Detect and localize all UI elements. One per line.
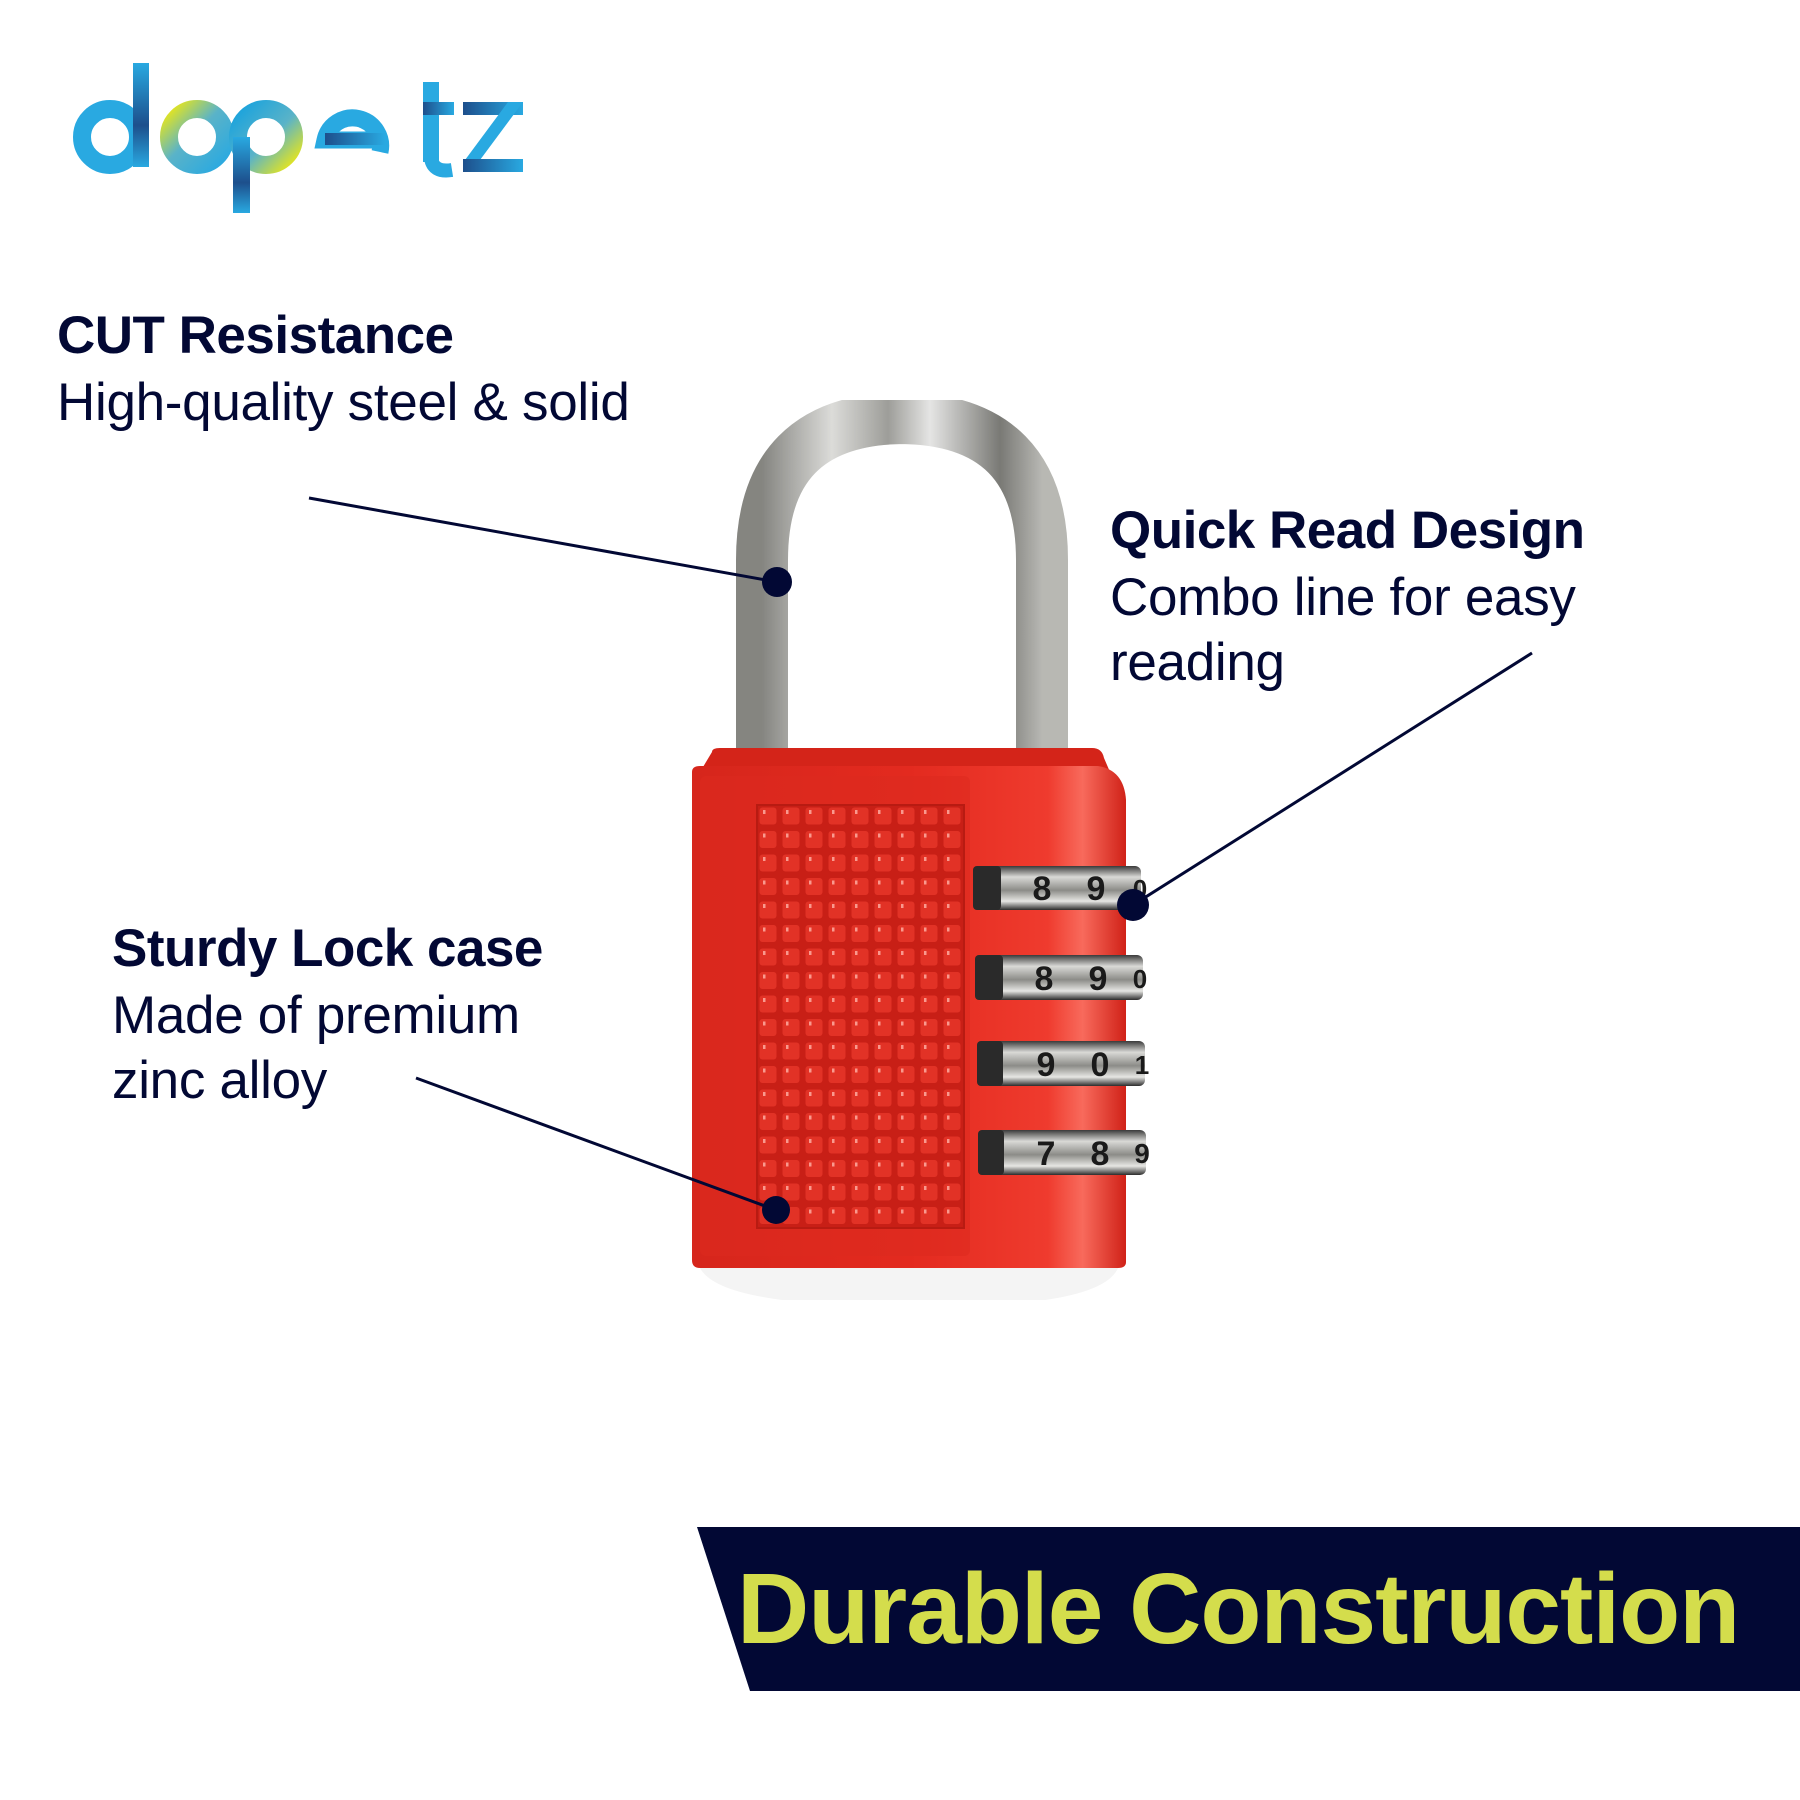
svg-text:8: 8 — [1091, 1135, 1110, 1173]
feature-description: Combo line for easy — [1110, 568, 1576, 627]
svg-text:8: 8 — [1033, 870, 1052, 908]
callout-line-shackle — [308, 496, 792, 597]
shackle — [736, 391, 1068, 760]
feature-description: zinc alloy — [112, 1051, 327, 1110]
combination-dials: 8 9 0 8 9 0 9 0 1 7 8 — [973, 866, 1150, 1175]
feature-sturdy-case: Sturdy Lock case Made of premium zinc al… — [112, 915, 543, 1113]
svg-text:1: 1 — [1135, 1050, 1149, 1080]
dial-1: 8 9 0 — [973, 866, 1147, 910]
svg-text:9: 9 — [1037, 1046, 1056, 1084]
feature-quick-read: Quick Read Design Combo line for easy re… — [1110, 497, 1585, 695]
svg-text:9: 9 — [1089, 960, 1108, 998]
feature-description: reading — [1110, 633, 1285, 692]
feature-title: Quick Read Design — [1110, 501, 1585, 560]
feature-description: Made of premium — [112, 986, 520, 1045]
svg-text:9: 9 — [1134, 1138, 1150, 1169]
feature-title: CUT Resistance — [57, 306, 454, 365]
banner-background — [697, 1527, 1800, 1691]
banner-label: Durable Construction — [737, 1553, 1740, 1665]
svg-text:8: 8 — [1035, 960, 1054, 998]
marker-dot-icon — [762, 1196, 790, 1224]
callout-line-case — [415, 1076, 790, 1224]
dial-3: 9 0 1 — [977, 1041, 1149, 1086]
dial-4: 7 8 9 — [978, 1130, 1150, 1175]
padlock-icon: 8 9 0 8 9 0 9 0 1 7 8 — [692, 391, 1150, 1307]
padlock-image: 8 9 0 8 9 0 9 0 1 7 8 — [680, 391, 1180, 1307]
marker-dot-icon — [762, 567, 792, 597]
svg-text:0: 0 — [1133, 964, 1147, 994]
callout-line-dials — [1117, 651, 1533, 921]
dial-2: 8 9 0 — [975, 955, 1147, 1000]
feature-title: Sturdy Lock case — [112, 919, 543, 978]
marker-dot-icon — [1117, 889, 1149, 921]
durable-construction-banner: Durable Construction — [697, 1527, 1800, 1691]
feature-description: High-quality steel & solid — [57, 373, 630, 432]
svg-text:7: 7 — [1037, 1135, 1056, 1173]
dopetz-logo-icon — [73, 63, 523, 213]
svg-text:9: 9 — [1087, 870, 1106, 908]
svg-text:0: 0 — [1091, 1046, 1110, 1084]
brand-logo — [60, 55, 540, 225]
feature-cut-resistance: CUT Resistance High-quality steel & soli… — [57, 302, 630, 435]
